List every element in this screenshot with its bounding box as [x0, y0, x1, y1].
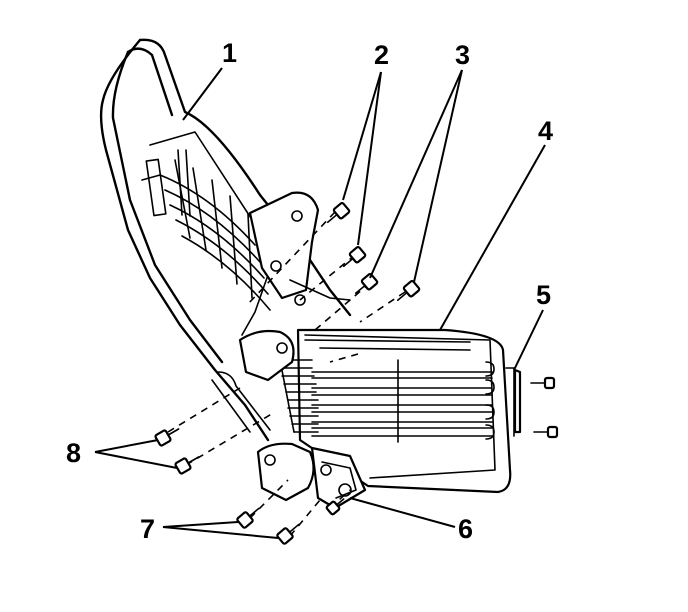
- alignment-lines: [167, 211, 406, 537]
- bolt-2b: [342, 245, 367, 268]
- bolt-7a: [236, 507, 260, 529]
- bolt-5a: [530, 376, 556, 390]
- callout-4: 4: [538, 116, 553, 146]
- callout-5: 5: [536, 280, 551, 310]
- callout-7: 7: [140, 514, 155, 544]
- callout-6: 6: [458, 514, 473, 544]
- bolt-5b: [533, 425, 559, 439]
- upper-bracket: [248, 191, 351, 306]
- bolt-2a: [326, 201, 351, 224]
- seat-cushion-frame: [279, 328, 512, 494]
- bolt-3a: [354, 272, 379, 295]
- bolt-3b: [396, 279, 421, 302]
- bolt-6: [325, 498, 345, 516]
- bolt-8b: [174, 456, 200, 475]
- callout-3: 3: [455, 40, 470, 70]
- callout-1: 1: [222, 38, 237, 68]
- leader-lines: [94, 67, 546, 539]
- lower-pivot-plate: [211, 329, 367, 510]
- bolt-7b: [276, 523, 300, 545]
- callout-2: 2: [374, 40, 389, 70]
- bolt-8a: [154, 428, 180, 447]
- callout-8: 8: [66, 438, 81, 468]
